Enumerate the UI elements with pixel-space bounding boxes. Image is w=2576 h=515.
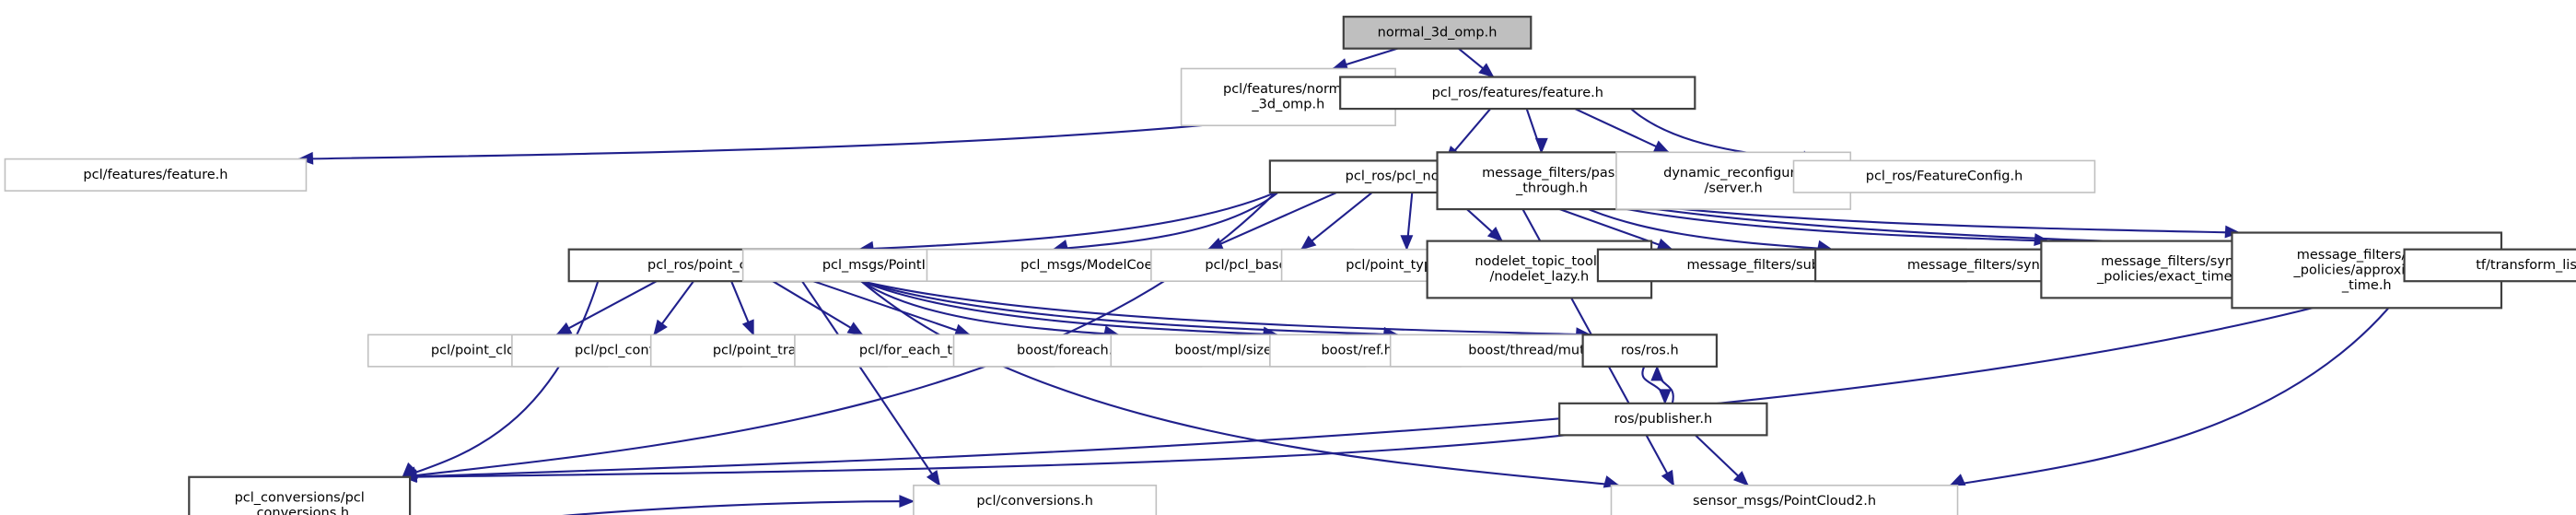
node-label: message_filters/sync: [2297, 248, 2437, 263]
graph-edge: [860, 280, 1591, 336]
edge-arrowhead: [555, 322, 573, 335]
node-label: _policies/exact_time.h: [2096, 270, 2244, 285]
graph-edge: [562, 500, 914, 515]
graph-edge: [402, 280, 600, 478]
node-label: nodelet_topic_tools: [1474, 254, 1603, 269]
graph-edge: [1207, 191, 1337, 251]
node-box[interactable]: [4, 158, 308, 192]
node-box[interactable]: [1792, 159, 2096, 193]
graph-node-pcl-conversions-pcl-conversions-h[interactable]: pcl_conversions/pcl_conversions.h: [188, 475, 412, 515]
edge-arrowhead: [1300, 235, 1317, 251]
node-label: pcl_ros/FeatureConfig.h: [1866, 170, 2023, 184]
node-box[interactable]: [1342, 16, 1533, 50]
edge-arrowhead: [1652, 140, 1670, 153]
graph-node-pcl-ros-features-feature-h[interactable]: pcl_ros/features/feature.h: [1339, 76, 1696, 111]
node-label: boost/ref.hpp: [1321, 344, 1409, 358]
edge-arrowhead: [653, 319, 668, 336]
graph-edge: [1300, 192, 1373, 251]
node-label: pcl_ros/features/feature.h: [1432, 86, 1603, 100]
graph-node-ros-ros-h[interactable]: ros/ros.h: [1581, 334, 1719, 368]
node-label: pcl/features/feature.h: [83, 168, 227, 182]
graph-edge: [556, 280, 658, 336]
node-label: _through.h: [1515, 181, 1588, 195]
graph-node-tf-transform-listener-h[interactable]: tf/transform_listener.h: [2403, 248, 2576, 283]
graph-edge: [402, 434, 1566, 478]
edge-arrowhead: [1658, 389, 1672, 405]
node-label: ros/publisher.h: [1614, 412, 1712, 427]
node-label: pcl/features/normal: [1223, 82, 1354, 97]
graph-node-boost-foreach-hpp[interactable]: boost/foreach.hpp: [952, 334, 1203, 368]
graph-node-ros-publisher-h[interactable]: ros/publisher.h: [1558, 402, 1768, 437]
node-label: /server.h: [1704, 181, 1762, 195]
edge-arrowhead: [1478, 63, 1495, 78]
edge-arrowhead: [1732, 471, 1749, 486]
edge-arrowhead: [741, 319, 754, 336]
graph-edge: [812, 280, 971, 336]
node-label: boost/foreach.hpp: [1017, 344, 1138, 358]
node-label: _3d_omp.h: [1251, 98, 1324, 112]
graph-edge: [1950, 280, 2411, 486]
graph-edge: [772, 280, 863, 336]
edge-arrowhead: [926, 470, 941, 486]
node-box[interactable]: [2403, 248, 2576, 283]
edge-arrowhead: [1486, 227, 1504, 242]
node-label: pcl/conversions.h: [976, 494, 1093, 509]
graph-edge: [402, 280, 2410, 478]
node-label: dynamic_reconfigure: [1663, 166, 1803, 181]
node-label: message_filters/sync: [2101, 254, 2241, 269]
node-box[interactable]: [1558, 402, 1768, 437]
edge-arrowhead: [1534, 137, 1548, 154]
graph-node-normal-3d-omp-h[interactable]: normal_3d_omp.h: [1342, 16, 1533, 50]
graph-edge: [860, 280, 1398, 336]
node-box[interactable]: [913, 485, 1158, 515]
graph-edge: [1641, 366, 1666, 404]
graph-node-sensor-msgs-pointcloud2-h[interactable]: sensor_msgs/PointCloud2.h: [1610, 485, 1959, 515]
node-box[interactable]: [1610, 485, 1959, 515]
graph-edge: [860, 280, 1277, 336]
node-label: message_filters/pass: [1482, 166, 1622, 181]
node-label: tf/transform_listener.h: [2476, 258, 2576, 273]
node-box[interactable]: [1339, 76, 1696, 111]
graph-edge: [860, 280, 1119, 336]
node-label: ros/ros.h: [1621, 344, 1679, 358]
edge-arrowhead: [899, 495, 915, 509]
node-label: _conversions.h: [249, 506, 349, 515]
node-box[interactable]: [1581, 334, 1719, 368]
graph-edge: [1053, 192, 1279, 251]
node-label: pcl/pcl_base.h: [1205, 258, 1300, 273]
graph-edge: [1574, 108, 1670, 154]
node-label: _time.h: [2341, 278, 2392, 293]
node-label: _policies/approximate: [2293, 263, 2440, 277]
graph-edge: [801, 280, 941, 486]
edge-arrowhead: [846, 322, 864, 336]
edge-arrowhead: [1650, 365, 1664, 381]
graph-edge: [858, 191, 1276, 251]
graph-node-pcl-conversions-h[interactable]: pcl/conversions.h: [913, 485, 1158, 515]
node-label: normal_3d_omp.h: [1378, 25, 1498, 40]
node-label: /nodelet_lazy.h: [1489, 270, 1589, 285]
node-label: pcl_conversions/pcl: [235, 490, 365, 505]
node-box[interactable]: [188, 475, 412, 515]
edge-arrowhead: [1661, 469, 1674, 486]
edge-arrowhead: [1949, 474, 1966, 486]
node-label: sensor_msgs/PointCloud2.h: [1693, 494, 1876, 509]
node-layer: normal_3d_omp.h pcl/features/normal_3d_om…: [4, 16, 2576, 515]
graph-node-pcl-features-feature-h[interactable]: pcl/features/feature.h: [4, 158, 308, 192]
graph-node-pcl-ros-featureconfig-h[interactable]: pcl_ros/FeatureConfig.h: [1792, 159, 2096, 193]
edge-arrowhead: [1400, 235, 1414, 251]
